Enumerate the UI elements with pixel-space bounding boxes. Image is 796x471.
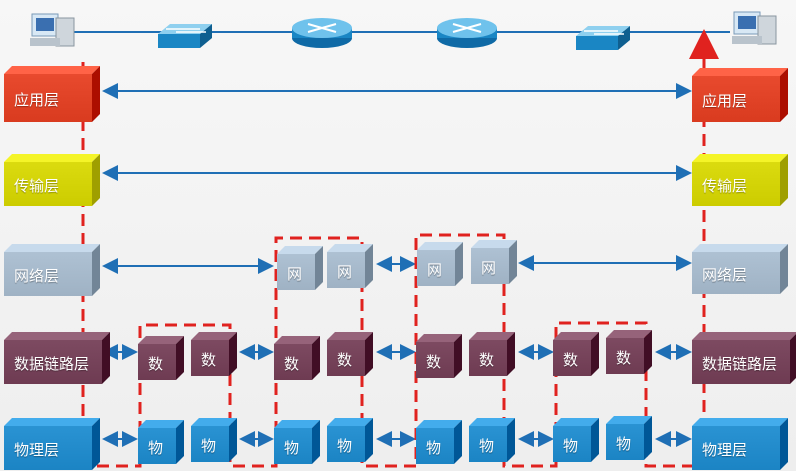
physical-chip: 物 — [606, 416, 652, 460]
physical-chip: 物 — [191, 418, 237, 462]
datalink-chip: 数 — [553, 332, 599, 376]
layer-app-left: 应用层 — [4, 66, 100, 122]
layer-datalink-left: 数据链路层 — [4, 332, 110, 384]
pc-icon — [30, 13, 75, 47]
datalink-chip: 数 — [327, 332, 373, 376]
layer-datalink-right: 数据链路层 — [692, 332, 796, 384]
physical-chip: 物 — [553, 418, 599, 462]
datalink-chip: 数 — [138, 336, 184, 380]
physical-chip: 物 — [469, 418, 515, 462]
layer-physical-right: 物理层 — [692, 418, 788, 470]
layer-network-left: 网络层 — [4, 244, 100, 296]
network-chip: 网 — [277, 246, 323, 290]
datalink-chip: 数 — [191, 332, 237, 376]
pc-icon — [732, 11, 777, 45]
network-chip: 网 — [327, 244, 373, 288]
datalink-chip: 数 — [416, 334, 462, 378]
physical-chip: 物 — [274, 420, 320, 464]
layer-physical-left: 物理层 — [4, 418, 100, 470]
datalink-chip: 数 — [469, 332, 515, 376]
switch-icon — [576, 26, 630, 50]
network-chip: 网 — [417, 242, 463, 286]
data-path — [81, 60, 706, 468]
router-icon — [292, 18, 352, 48]
physical-chip: 物 — [416, 420, 462, 464]
layer-transport-right: 传输层 — [692, 154, 788, 206]
physical-chip: 物 — [327, 418, 373, 462]
layer-network-right: 网络层 — [692, 244, 788, 294]
layer-app-right: 应用层 — [692, 68, 788, 122]
layer-transport-left: 传输层 — [4, 154, 100, 206]
router-icon — [437, 18, 497, 48]
network-chip: 网 — [471, 240, 517, 284]
datalink-chip: 数 — [274, 336, 320, 380]
datalink-chip: 数 — [606, 330, 652, 374]
physical-chip: 物 — [138, 420, 184, 464]
switch-icon — [158, 24, 212, 48]
